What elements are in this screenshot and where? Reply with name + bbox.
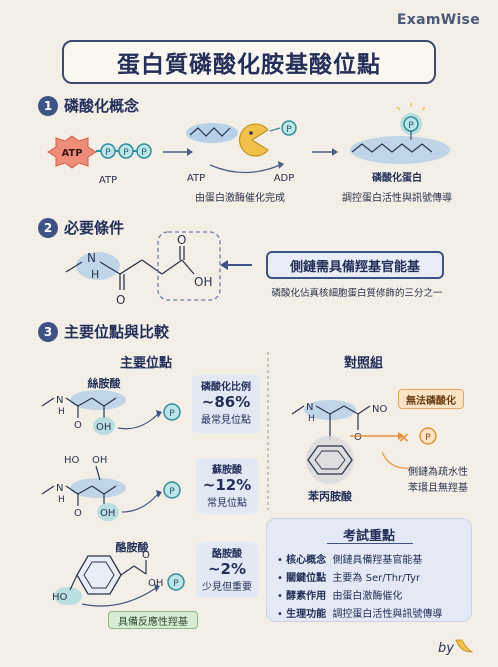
svg-text:OH: OH bbox=[148, 578, 163, 589]
ser-stat-value: ~86% bbox=[201, 393, 251, 411]
svg-text:P: P bbox=[286, 125, 292, 135]
tyr-stat-value: ~2% bbox=[207, 560, 247, 578]
svg-text:O: O bbox=[116, 293, 125, 307]
phosphate-icon bbox=[163, 403, 181, 421]
svg-text:OH: OH bbox=[100, 508, 115, 519]
phosphate-icon bbox=[281, 120, 297, 136]
tyr-stat-label: 酪胺酸 bbox=[212, 549, 242, 560]
phe-note-1: 側鏈為疏水性 bbox=[408, 465, 468, 478]
section-3-title: 主要位點與比較 bbox=[64, 323, 170, 341]
kinase-pacman-icon bbox=[239, 123, 269, 157]
atp-badge-text: ATP bbox=[61, 148, 82, 159]
svg-text:H: H bbox=[58, 495, 65, 505]
serine-structure-icon: N H O OH bbox=[41, 390, 162, 435]
arrow-right-icon bbox=[312, 148, 338, 156]
phosphate-icon bbox=[163, 481, 181, 499]
requirement-callout: 側鏈需具備羥基官能基 bbox=[266, 251, 444, 279]
svg-text:P: P bbox=[141, 148, 147, 158]
banana-icon bbox=[455, 639, 474, 653]
phosphorylated-protein-icon: P bbox=[350, 103, 450, 164]
phe-name: 苯丙胺酸 bbox=[307, 489, 353, 503]
thr-stat-label: 蘇胺酸 bbox=[212, 465, 242, 476]
page-title: 蛋白質磷酸化胺基酸位點 bbox=[62, 40, 436, 84]
svg-text:O: O bbox=[74, 508, 82, 519]
exam-row: • 酵素作用 由蛋白激酶催化 bbox=[277, 591, 403, 602]
tyrosine-stat-card: 酪胺酸 ~2% 少見但重要 bbox=[196, 542, 258, 598]
svg-text:P: P bbox=[169, 409, 175, 419]
phosphate-icon bbox=[167, 573, 185, 591]
product-label: 磷酸化蛋白 bbox=[372, 171, 422, 184]
phe-status-tag: 無法磷酸化 bbox=[398, 389, 464, 409]
ser-stat-label: 磷酸化比例 bbox=[201, 382, 251, 393]
exam-row: • 關鍵位點 主要為 Ser/Thr/Tyr bbox=[277, 573, 421, 584]
protein-substrate-icon bbox=[186, 123, 238, 143]
svg-text:P: P bbox=[408, 121, 414, 131]
svg-text:OH: OH bbox=[194, 275, 212, 289]
svg-text:H: H bbox=[91, 268, 99, 281]
svg-text:O: O bbox=[74, 420, 82, 431]
svg-text:N: N bbox=[306, 402, 313, 413]
svg-text:P: P bbox=[169, 487, 175, 497]
ser-stat-note: 最常見位點 bbox=[201, 415, 251, 426]
serine-stat-card: 磷酸化比例 ~86% 最常見位點 bbox=[192, 375, 260, 433]
enzyme-caption: 由蛋白激酶催化完成 bbox=[195, 191, 285, 204]
arrow-right-icon bbox=[163, 148, 193, 156]
section-2-title: 必要條件 bbox=[64, 219, 125, 237]
exam-row: • 生理功能 調控蛋白活性與訊號傳導 bbox=[277, 609, 443, 620]
exam-row: • 核心概念 側鏈具備羥基官能基 bbox=[277, 555, 423, 566]
svg-text:N: N bbox=[56, 395, 63, 406]
svg-text:P: P bbox=[123, 148, 129, 158]
svg-text:N: N bbox=[56, 483, 63, 494]
tyrosine-structure-icon: HO O OH bbox=[52, 550, 163, 607]
svg-text:HO: HO bbox=[52, 592, 68, 603]
product-caption: 調控蛋白活性與訊號傳導 bbox=[342, 191, 452, 204]
section-1-title: 磷酸化概念 bbox=[64, 97, 140, 115]
threonine-stat-card: 蘇胺酸 ~12% 常見位點 bbox=[196, 458, 258, 514]
svg-text:N: N bbox=[87, 251, 96, 265]
requirement-molecule-icon: N H O O OH bbox=[65, 231, 221, 307]
svg-text:O: O bbox=[354, 432, 362, 443]
section-1-number: 1 bbox=[38, 96, 58, 116]
exam-title: 考試重點 bbox=[342, 529, 395, 544]
requirement-note: 磷酸化佔真核細胞蛋白質修飾的三分之一 bbox=[271, 287, 443, 299]
threonine-structure-icon: HO OH N H O OH bbox=[41, 455, 162, 521]
control-header: 對照組 bbox=[344, 356, 384, 371]
svg-text:P: P bbox=[105, 148, 111, 158]
thr-stat-value: ~12% bbox=[202, 476, 252, 494]
atp-star-icon: ATP bbox=[47, 135, 97, 169]
enzyme-atp-label: ATP bbox=[187, 173, 205, 184]
svg-text:HO: HO bbox=[64, 455, 80, 466]
enzyme-adp-label: ADP bbox=[274, 173, 295, 184]
phosphate-chain-icon: P P P bbox=[96, 143, 152, 159]
tyr-name: 酪胺酸 bbox=[116, 540, 150, 554]
svg-text:OH: OH bbox=[96, 422, 111, 433]
svg-text:O: O bbox=[177, 233, 186, 247]
svg-text:H: H bbox=[308, 414, 315, 424]
note-arrow-icon bbox=[381, 451, 411, 469]
thr-stat-note: 常見位點 bbox=[207, 498, 247, 509]
svg-text:H: H bbox=[58, 407, 65, 417]
brand-logo: ExamWise bbox=[396, 12, 480, 28]
svg-text:P: P bbox=[425, 433, 431, 443]
svg-text:NO: NO bbox=[372, 404, 387, 415]
phe-note-2: 苯環且無羥基 bbox=[408, 481, 468, 494]
arrow-left-icon bbox=[220, 260, 252, 270]
phosphate-icon bbox=[419, 427, 437, 445]
tyr-reactive-tag: 具備反應性羥基 bbox=[108, 611, 198, 629]
exam-points-box: 考試重點 • 核心概念 側鏈具備羥基官能基 • 關鍵位點 主要為 Ser/Thr… bbox=[266, 518, 472, 622]
section-3-number: 3 bbox=[38, 322, 58, 342]
atp-adp-arrow-icon bbox=[209, 164, 281, 174]
atp-label: ATP bbox=[99, 175, 117, 186]
svg-text:O: O bbox=[142, 550, 150, 561]
cross-mark-icon: × bbox=[398, 430, 410, 446]
svg-text:OH: OH bbox=[92, 455, 107, 466]
tyr-stat-note: 少見但重要 bbox=[202, 582, 252, 593]
main-sites-header: 主要位點 bbox=[120, 356, 173, 371]
footer-by: by bbox=[438, 641, 454, 656]
phenylalanine-structure-icon: N H O NO bbox=[291, 400, 404, 484]
ser-name: 絲胺酸 bbox=[88, 376, 122, 390]
section-2-number: 2 bbox=[38, 218, 58, 238]
svg-text:P: P bbox=[173, 579, 179, 589]
